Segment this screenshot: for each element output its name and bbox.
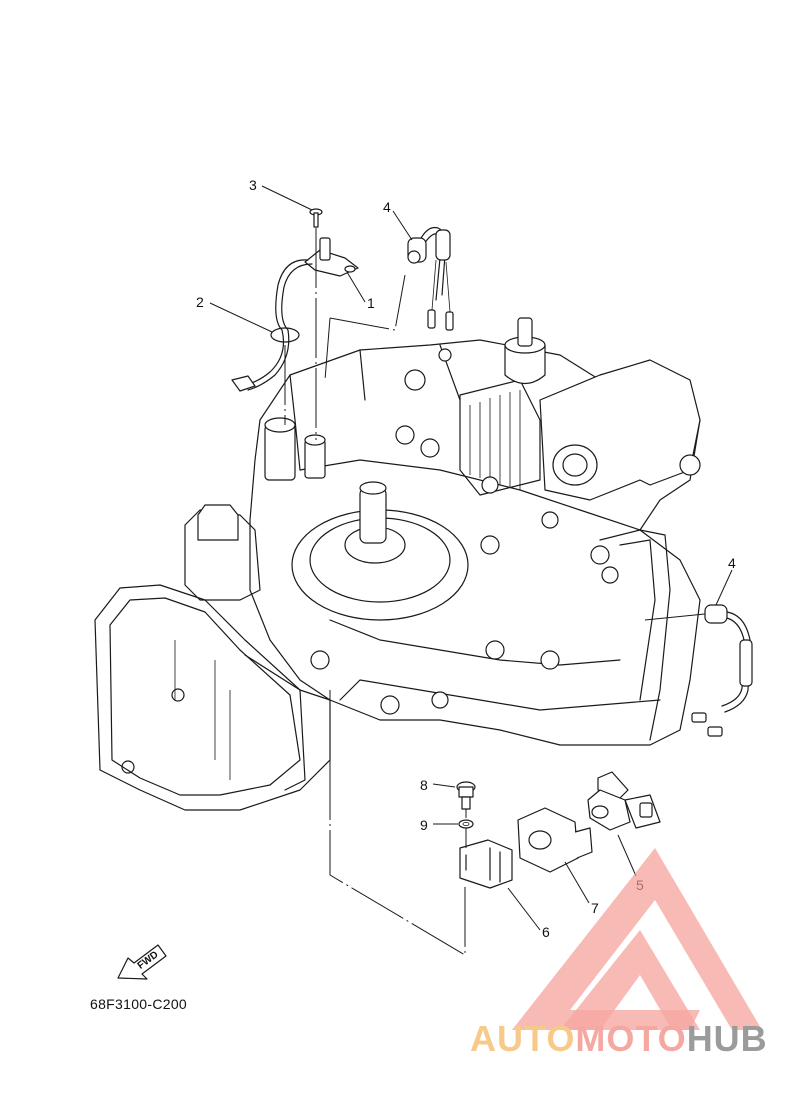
watermark-hub: HUB	[686, 1018, 768, 1059]
callout-9: 9	[420, 817, 428, 833]
callout-2: 2	[196, 294, 204, 310]
part-4-sensor-top	[407, 226, 454, 331]
callout-3: 3	[249, 177, 257, 193]
part-5-map-sensor	[587, 771, 661, 831]
watermark-logo-icon	[512, 848, 762, 1030]
reference-lines	[284, 228, 706, 956]
diagram-code: 68F3100-C200	[90, 996, 187, 1012]
callout-4-right: 4	[728, 555, 736, 571]
callout-8: 8	[420, 777, 428, 793]
leader-lines	[209, 185, 733, 931]
part-7-holder	[517, 807, 593, 873]
part-1-sensor	[304, 237, 359, 277]
part-2-harness	[231, 259, 313, 392]
part-6-bracket	[459, 839, 513, 889]
callout-1: 1	[367, 295, 375, 311]
watermark-text: AUTOMOTOHUB	[470, 1018, 768, 1060]
watermark-auto: AUTO	[470, 1018, 576, 1059]
engine-block	[184, 317, 701, 746]
watermark-moto: MOTO	[575, 1018, 687, 1059]
callout-6: 6	[542, 924, 550, 940]
callout-4-top: 4	[383, 199, 391, 215]
part-3-screw	[309, 208, 323, 228]
block-bolts	[310, 348, 701, 715]
part-8-bolt	[456, 781, 476, 810]
part-9-washer	[458, 819, 474, 829]
part-4-sensor-right	[691, 604, 753, 737]
fwd-arrow-icon: FWD	[117, 944, 167, 980]
callout-7: 7	[591, 900, 599, 916]
engine-cover-left	[94, 584, 331, 811]
